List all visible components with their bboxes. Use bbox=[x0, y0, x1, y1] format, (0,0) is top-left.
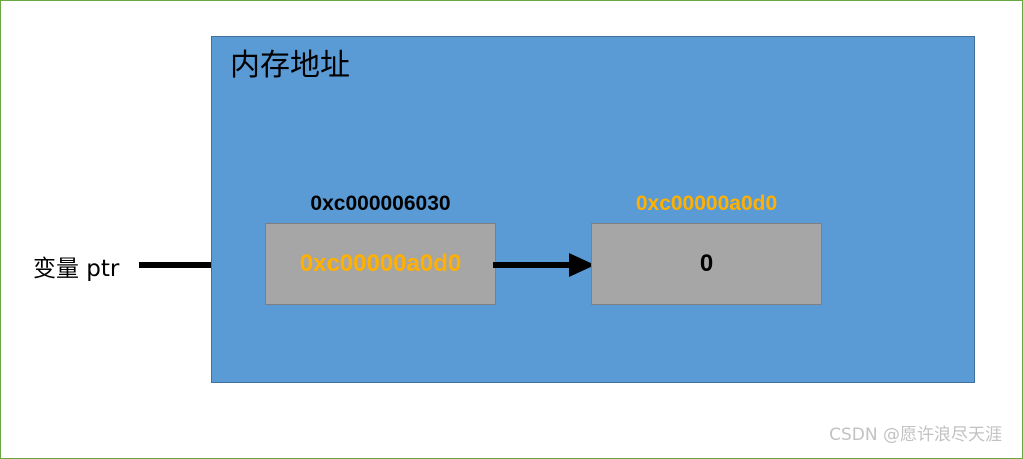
memory-address-panel: 内存地址 bbox=[211, 36, 975, 383]
memory-cell-pointer: 0xc00000a0d0 bbox=[265, 223, 496, 305]
variable-label: 变量 ptr bbox=[33, 256, 120, 282]
panel-title: 内存地址 bbox=[230, 48, 350, 83]
watermark: CSDN @愿许浪尽天涯 bbox=[829, 425, 1002, 445]
memory-cell-value-content: 0 bbox=[699, 250, 714, 277]
memory-cell-pointer-value: 0xc00000a0d0 bbox=[299, 250, 462, 277]
memory-cell-value: 0 bbox=[591, 223, 822, 305]
address-label-pointer-cell: 0xc000006030 bbox=[310, 192, 451, 215]
address-label-value-cell: 0xc00000a0d0 bbox=[635, 192, 778, 215]
